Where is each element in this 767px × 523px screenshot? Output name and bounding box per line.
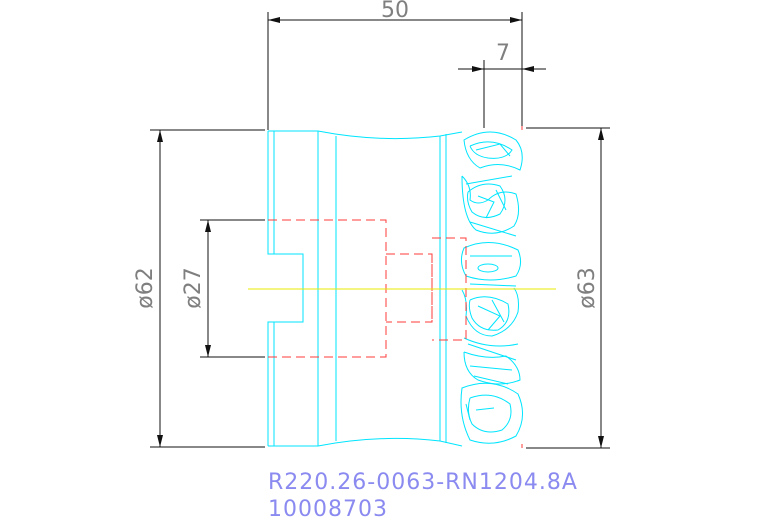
part-number: R220.26-0063-RN1204.8A [268, 470, 578, 495]
cutting-inserts [460, 131, 523, 444]
dim-insert-7: 7 [496, 41, 510, 66]
dimension-arrows [157, 17, 604, 448]
dimension-lines [150, 12, 610, 449]
item-code: 10008703 [268, 497, 388, 522]
dim-cutting-diameter: ø63 [575, 267, 600, 308]
dim-body-diameter: ø62 [133, 267, 158, 308]
dim-bore-diameter: ø27 [181, 267, 206, 308]
dim-length-50: 50 [381, 0, 409, 23]
